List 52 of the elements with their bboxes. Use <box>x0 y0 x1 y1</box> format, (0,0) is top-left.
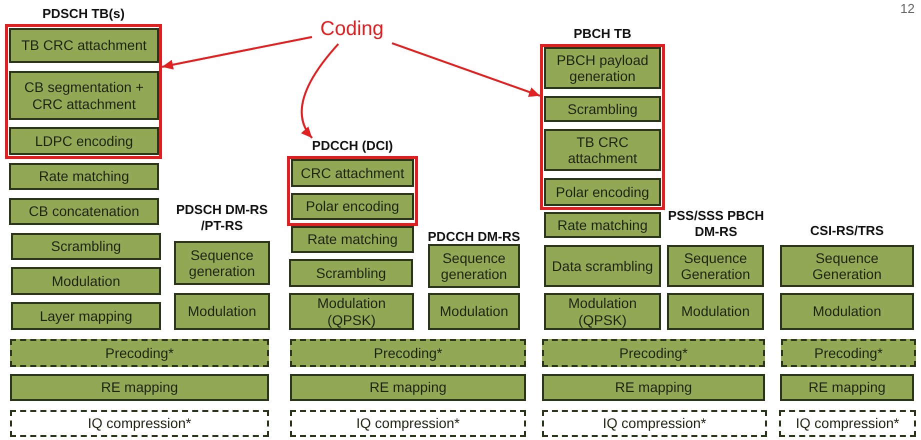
process-box: Sequence Generation <box>667 245 764 287</box>
process-box: Sequence generation <box>174 241 270 285</box>
process-box: Polar encoding <box>291 193 414 220</box>
process-box: Sequence Generation <box>780 245 914 287</box>
process-box: RE mapping <box>780 374 914 401</box>
page-number: 12 <box>899 1 916 17</box>
group-title: PDSCH TB(s) <box>41 6 126 23</box>
process-box: Modulation <box>780 293 914 330</box>
process-box: CB segmentation + CRC attachment <box>9 71 159 120</box>
process-box: Modulation <box>174 293 270 330</box>
dashed-process-box: IQ compression* <box>542 410 767 437</box>
dashed-process-box: Precoding* <box>781 339 916 367</box>
column-heading: PDSCH DM-RS /PT-RS <box>175 202 269 234</box>
arrow <box>300 43 340 139</box>
process-box: Modulation (QPSK) <box>289 293 414 330</box>
process-box: Sequence generation <box>428 244 520 288</box>
process-box: Rate matching <box>291 226 414 253</box>
column-heading: PSS/SSS PBCH DM-RS <box>666 208 766 240</box>
process-box: Scrambling <box>289 259 413 287</box>
arrow <box>392 42 540 97</box>
process-box: TB CRC attachment <box>544 129 661 171</box>
dashed-process-box: Precoding* <box>542 339 765 367</box>
process-box: CB concatenation <box>9 198 159 225</box>
column-heading: PDCCH DM-RS <box>426 229 522 245</box>
group-title: PBCH TB <box>572 26 632 43</box>
process-box: LDPC encoding <box>9 127 159 155</box>
dashed-process-box: Precoding* <box>10 339 269 367</box>
process-box: Scrambling <box>544 96 661 122</box>
dashed-process-box: IQ compression* <box>290 410 526 437</box>
column-heading: CSI-RS/TRS <box>809 223 885 239</box>
process-box: Layer mapping <box>11 302 161 330</box>
arrow <box>162 36 312 70</box>
callout-text: Coding <box>312 14 392 44</box>
dashed-process-box: Precoding* <box>290 339 526 367</box>
process-box: Modulation <box>667 293 764 330</box>
process-box: Modulation <box>428 293 520 330</box>
process-box: Modulation (QPSK) <box>544 293 661 330</box>
process-box: RE mapping <box>542 374 765 401</box>
process-box: PBCH payload generation <box>544 47 661 89</box>
process-box: Scrambling <box>11 233 161 260</box>
process-box: RE mapping <box>290 374 526 401</box>
dashed-process-box: IQ compression* <box>779 410 916 437</box>
process-box: Modulation <box>11 267 161 295</box>
process-box: RE mapping <box>10 374 269 401</box>
group-title: PDCCH (DCI) <box>311 138 394 155</box>
process-box: Rate matching <box>544 212 661 238</box>
process-box: TB CRC attachment <box>9 28 159 63</box>
process-box: Data scrambling <box>544 245 661 287</box>
process-box: Polar encoding <box>544 178 661 206</box>
dashed-process-box: IQ compression* <box>10 410 269 437</box>
process-box: Rate matching <box>9 163 159 190</box>
process-box: CRC attachment <box>291 159 414 187</box>
